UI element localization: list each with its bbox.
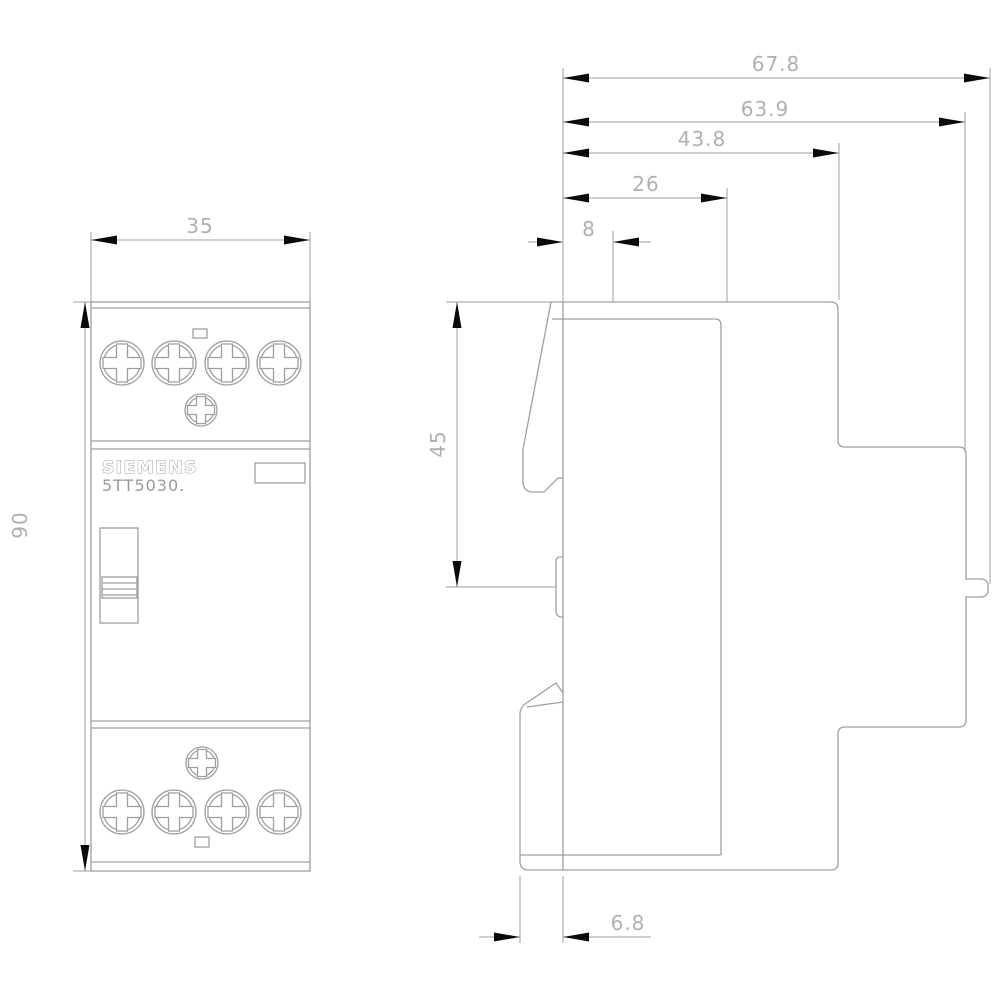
dimension-value: 45 [426, 430, 450, 457]
arrowhead-right [563, 932, 589, 942]
dimension-value: 90 [8, 511, 32, 538]
dimension-side-upper-depth: 43.8 [563, 127, 840, 300]
model-label: 5TT5030. [102, 476, 185, 495]
arrowhead-left [91, 235, 117, 245]
arrowhead-bottom [452, 561, 462, 587]
auxiliary-screw [184, 393, 218, 427]
dimension-value: 8 [582, 217, 596, 241]
terminal-screw [204, 789, 250, 835]
extension-lines [90, 232, 311, 302]
arrowhead-left [494, 932, 520, 942]
arrowhead-left [563, 73, 589, 83]
slider-grip [101, 576, 138, 599]
arrowhead-right [813, 148, 839, 158]
dimension-front-height: 90 [8, 301, 91, 872]
dimension-side-front-section: 26 [563, 172, 728, 302]
front-lower-separator [91, 720, 310, 729]
terminal-screw [204, 340, 250, 386]
terminal-screw [99, 340, 145, 386]
arrowhead-top [452, 302, 462, 328]
front-view: SIEMENS 5TT5030. [90, 301, 311, 872]
extension-lines [73, 301, 91, 872]
dimension-value: 63.9 [741, 97, 790, 121]
dimension-value: 6.8 [611, 911, 646, 935]
dimension-value: 67.8 [752, 52, 801, 76]
arrowhead-bottom [80, 845, 90, 871]
arrowhead-right [701, 193, 727, 203]
brand-label: SIEMENS [102, 458, 198, 478]
dimension-value: 35 [186, 214, 213, 238]
arrowhead-right [284, 235, 310, 245]
top-indicator-window [192, 328, 208, 339]
auxiliary-screw [185, 746, 219, 780]
arrowhead-left [563, 148, 589, 158]
dimension-side-total-depth: 67.8 [562, 52, 991, 584]
extension-lines [446, 301, 556, 588]
terminal-screw [151, 789, 197, 835]
arrowhead-left [563, 117, 589, 127]
terminal-screw [256, 340, 302, 386]
label-window [254, 462, 306, 484]
side-view [519, 301, 989, 871]
dimension-side-upper-height: 45 [426, 301, 556, 588]
terminal-screw [256, 789, 302, 835]
side-silhouette [519, 301, 989, 871]
terminal-screw [99, 789, 145, 835]
slider-track [99, 527, 139, 624]
arrowhead-right [939, 117, 965, 127]
dimension-value: 26 [632, 172, 659, 196]
dimension-value: 43.8 [678, 127, 727, 151]
front-upper-separator [91, 440, 310, 450]
terminal-screw [151, 340, 197, 386]
dimension-side-rail-offset: 6.8 [479, 876, 651, 943]
switch-slider [99, 527, 139, 624]
arrowhead-right [613, 237, 639, 247]
rail-clip-inner-line [526, 701, 564, 708]
extension-lines [519, 876, 564, 943]
side-terminal-cover [522, 301, 563, 493]
extension-lines [562, 68, 991, 584]
side-inner-panel-line [552, 318, 722, 855]
dimension-side-top-recess: 8 [528, 217, 651, 302]
dimension-front-width: 35 [90, 214, 311, 302]
rail-release-handle [555, 556, 563, 618]
arrowhead-left [563, 193, 589, 203]
slider-grip-ridges [102, 582, 137, 596]
bottom-indicator-window [194, 836, 210, 848]
arrowhead-left [537, 237, 563, 247]
arrowhead-right [964, 73, 990, 83]
front-body-outline [90, 301, 311, 872]
dimension-side-body-depth: 63.9 [563, 97, 966, 452]
arrowhead-top [80, 302, 90, 328]
